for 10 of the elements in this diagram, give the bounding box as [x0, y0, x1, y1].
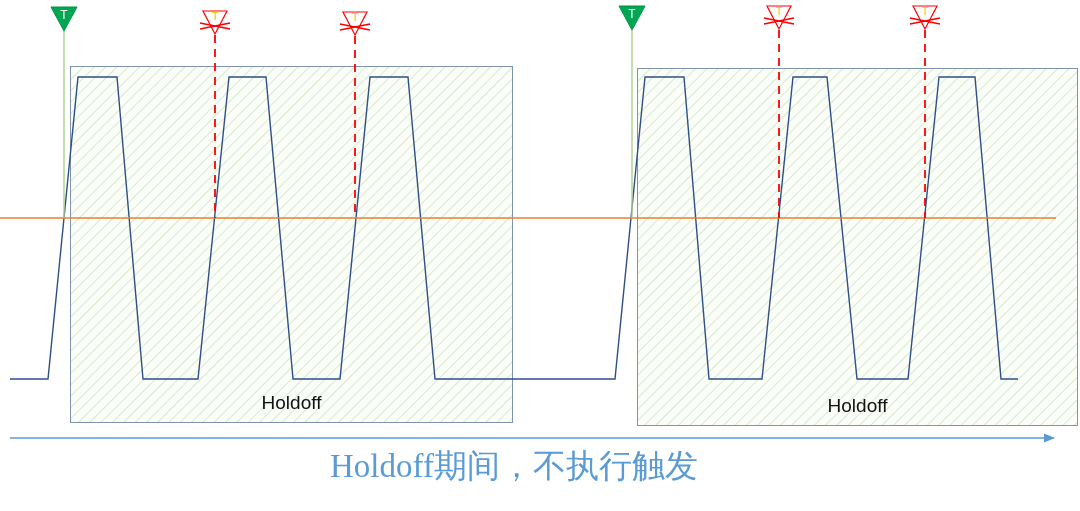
trigger-marker: T: [617, 5, 647, 33]
trigger-marker: T: [49, 6, 79, 34]
trigger-line: [778, 29, 780, 219]
holdoff-box: Holdoff: [70, 66, 513, 423]
note-text: Holdoff期间，不执行触发: [330, 447, 698, 486]
trigger-line: [631, 29, 633, 219]
trigger-line: [214, 34, 216, 219]
holdoff-box: Holdoff: [637, 68, 1078, 426]
trigger-line: [63, 30, 65, 219]
trigger-line: [924, 29, 926, 219]
